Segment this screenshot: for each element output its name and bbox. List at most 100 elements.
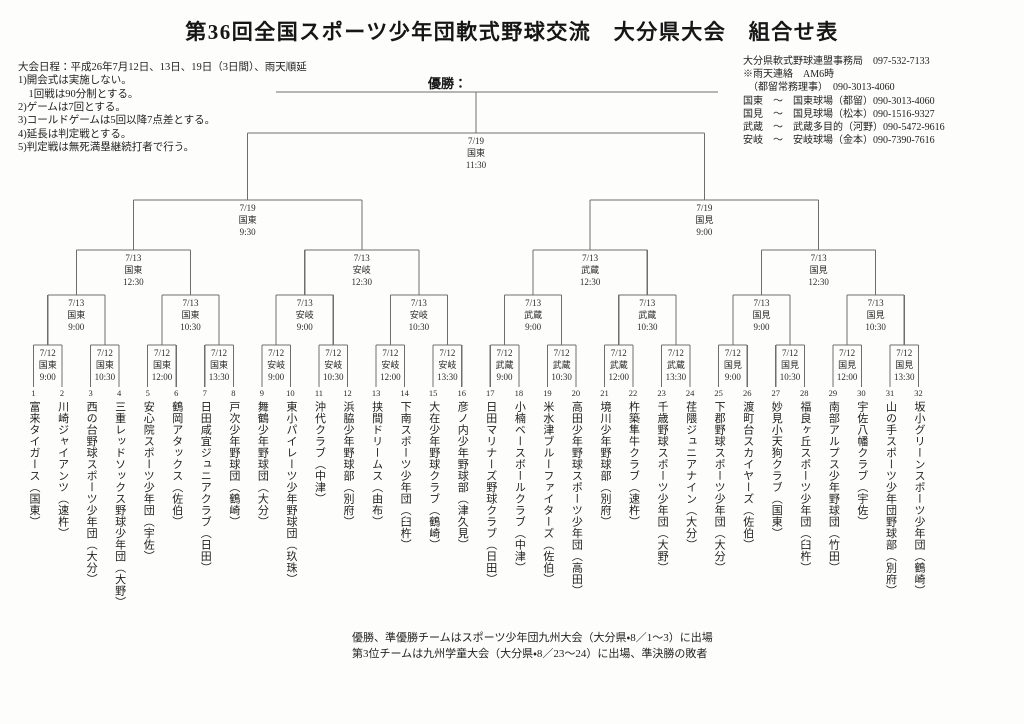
team-name-21: 境川少年野球部（別府）: [598, 401, 611, 528]
match-time: 9:00: [696, 227, 713, 237]
contact-line: 大分県軟式野球連盟事務局 097-532-7133: [743, 56, 930, 67]
team-seed-10: 10: [286, 388, 295, 398]
match-date: 7/13: [182, 298, 199, 308]
team-name-22: 杵築隼牛クラブ（速杵）: [627, 401, 640, 528]
team-seed-26: 26: [742, 388, 752, 398]
match-time: 13:30: [665, 372, 687, 382]
match-venue: 安岐: [295, 310, 314, 320]
team-seed-27: 27: [771, 388, 781, 398]
team-seed-14: 14: [400, 388, 409, 398]
match-venue: 国東: [95, 360, 114, 370]
team-name-9: 舞鶴少年野球団（大分）: [256, 401, 269, 528]
match-date: 7/12: [382, 348, 399, 358]
match-venue: 武蔵: [495, 360, 514, 370]
team-name-27: 妙見小天狗クラブ（国東）: [770, 401, 783, 539]
contact-line: 国見 ～ 国見球場（松本）090-1516-9327: [743, 108, 935, 120]
team-seed-18: 18: [514, 388, 524, 398]
match-venue: 安岐: [352, 265, 371, 275]
match-date: 7/19: [696, 203, 713, 213]
match-date: 7/12: [782, 348, 799, 358]
match-time: 9:00: [268, 372, 285, 382]
match-time: 9:00: [724, 372, 741, 382]
match-date: 7/12: [153, 348, 170, 358]
team-name-4: 三重レッドソックス野球少年団（大野）: [113, 401, 126, 608]
team-name-29: 南部アルプス少年野球団（竹田）: [827, 401, 840, 574]
team-seed-19: 19: [543, 388, 552, 398]
match-date: 7/19: [467, 136, 485, 146]
team-seed-6: 6: [174, 388, 179, 398]
team-seed-3: 3: [88, 388, 93, 398]
team-seed-31: 31: [885, 388, 895, 398]
match-venue: 武蔵: [609, 360, 628, 370]
rule-line: 5)判定戦は無死満塁継続打者で行う。: [18, 141, 195, 153]
match-venue: 国東: [238, 215, 257, 225]
team-seed-12: 12: [343, 388, 352, 398]
team-seed-30: 30: [857, 388, 866, 398]
match-time: 13:30: [208, 372, 230, 382]
match-date: 7/12: [724, 348, 741, 358]
contact-line: （都留常務理事） 090-3013-4060: [743, 82, 895, 94]
match-time: 12:30: [123, 277, 144, 287]
team-seed-1: 1: [31, 388, 36, 398]
match-venue: 国東: [210, 360, 229, 370]
match-time: 9:00: [68, 322, 85, 332]
match-date: 7/13: [867, 298, 884, 308]
team-seed-22: 22: [628, 388, 638, 398]
match-venue: 国見: [866, 310, 885, 320]
team-name-20: 高田少年野球スポーツ少年団（高田）: [570, 401, 583, 597]
team-name-17: 日田マリナーズ野球クラブ（日田）: [484, 401, 497, 585]
contact-line: 国東 ～ 国東球場（都留）090-3013-4060: [743, 95, 935, 107]
team-seed-7: 7: [202, 388, 207, 398]
match-venue: 国見: [723, 360, 742, 370]
match-date: 7/12: [268, 348, 285, 358]
team-name-11: 沖代クラブ（中津）: [313, 401, 326, 505]
team-seed-20: 20: [571, 388, 581, 398]
match-venue: 国見: [695, 215, 714, 225]
team-seed-13: 13: [371, 388, 381, 398]
match-venue: 武蔵: [581, 265, 600, 275]
match-label-sf-2: 7/19 国見 9:00: [695, 202, 713, 238]
team-name-5: 安心院スポーツ少年団（宇佐）: [142, 401, 155, 562]
team-name-30: 宇佐八幡クラブ（宇佐）: [855, 401, 868, 528]
team-name-1: 富来タイガース（国東）: [28, 401, 40, 528]
match-venue: 国東: [466, 148, 486, 158]
match-venue: 武蔵: [552, 360, 571, 370]
bracket-lines: [32, 91, 920, 387]
contact-info: 大分県軟式野球連盟事務局 097-532-7133※雨天連絡 AM6時 （都留常…: [743, 55, 945, 147]
match-time: 10:30: [180, 322, 201, 332]
match-date: 7/19: [239, 203, 256, 213]
rule-line: 1回戦は90分制とする。: [18, 88, 139, 100]
team-name-32: 坂小グリーンスポーツ少年団（鶴崎）: [913, 401, 925, 597]
team-name-6: 鶴岡アタックス（佐伯）: [170, 401, 183, 528]
team-seed-9: 9: [259, 388, 264, 398]
match-time: 12:30: [579, 277, 601, 287]
match-venue: 国東: [38, 360, 57, 370]
rule-line: 4)延長は判定戦とする。: [18, 128, 132, 140]
contact-line: 武蔵 ～ 武蔵多目的（河野）090-5472-9616: [743, 121, 945, 133]
match-venue: 国東: [152, 360, 171, 370]
contact-line: 安岐 ～ 安岐球場（金本）090-7390-7616: [743, 135, 935, 147]
match-venue: 国見: [809, 265, 828, 275]
team-seed-2: 2: [59, 388, 65, 398]
team-name-7: 日田咸宜ジュニアクラブ（日田）: [199, 401, 212, 574]
match-time: 10:30: [94, 372, 116, 382]
team-seed-24: 24: [685, 388, 695, 398]
match-date: 7/13: [810, 253, 827, 263]
team-name-8: 戸次少年野球団（鶴崎）: [227, 401, 240, 528]
match-time: 10:30: [637, 322, 658, 332]
